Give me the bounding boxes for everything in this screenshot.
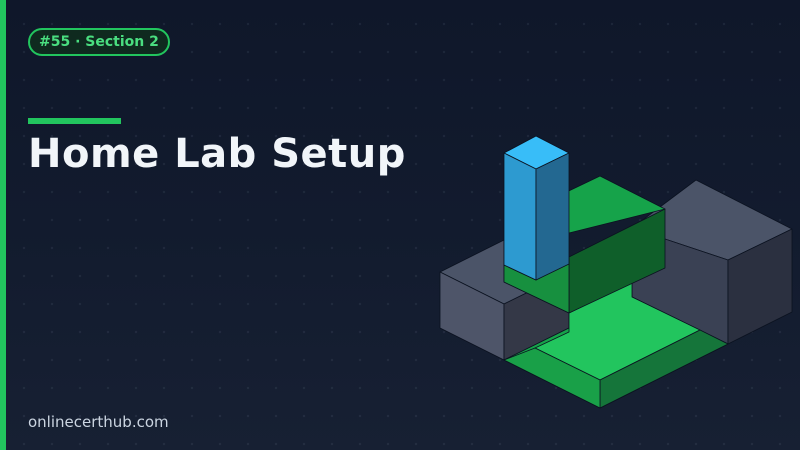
- left-accent-bar: [0, 0, 6, 450]
- green-base-slab-icon: [503, 281, 729, 409]
- title-accent-rule: [28, 118, 121, 124]
- blue-tower-server-icon: [503, 135, 570, 281]
- site-url: onlinecerthub.com: [28, 413, 169, 431]
- page-title: Home Lab Setup: [28, 131, 406, 177]
- section-badge: #55 · Section 2: [28, 28, 170, 56]
